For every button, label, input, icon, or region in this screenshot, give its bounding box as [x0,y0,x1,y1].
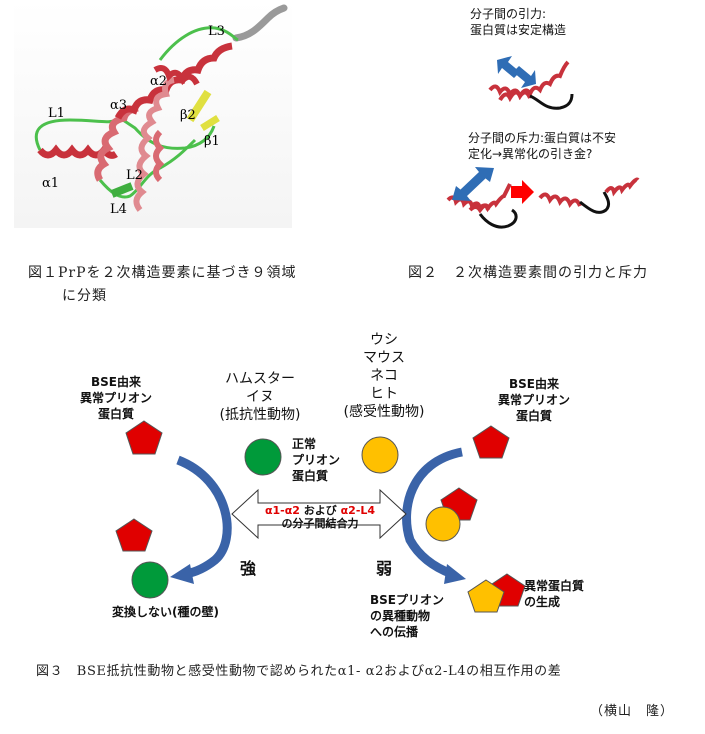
strand-b1 [200,115,220,131]
grey-tail [232,4,288,42]
label-b2: β2 [180,108,196,123]
repel-loop-right [579,191,611,214]
transform-arrow-red [511,180,534,204]
abnormal-generation-label: 異常蛋白質 の生成 [524,579,585,609]
right-curve-arrow [402,447,464,579]
repel-helix-right-2 [604,177,640,197]
right-curve-arrowhead [444,564,466,584]
susceptible-animals: ウシ マウス ネコ ヒト (感受性動物) [343,332,425,420]
resistant-animals: ハムスター イヌ (抵抗性動物) [219,371,301,423]
strand-b2 [186,89,212,123]
loop-l3 [158,26,239,61]
attract-arrow-right [513,66,536,88]
bse-pentagon-right [472,425,510,459]
label-a3: α3 [110,98,128,113]
bse-left-label: BSE由来 異常プリオン 蛋白質 [79,375,152,421]
repel-text: 分子間の斥力:蛋白質は不安 定化→異常化の引き金? [468,131,617,161]
left-curve-arrow [176,455,232,579]
repel-loop-left [478,208,518,229]
normal-protein-green [244,438,282,476]
label-b1: β1 [204,134,220,149]
normal-protein-label: 正常 プリオン 蛋白質 [292,437,341,483]
spread-label: BSEプリオン の異種動物 への伝播 [370,593,444,639]
label-l3: L3 [208,24,225,39]
normal-protein-yellow [361,436,399,474]
label-l1: L1 [48,106,65,121]
fig2-caption: 図２ ２次構造要素間の引力と斥力 [408,265,648,281]
attract-text: 分子間の引力: 蛋白質は安定構造 [470,7,567,37]
author: （横山 隆） [590,704,675,719]
bse-right-label: BSE由来 異常プリオン 蛋白質 [497,377,570,423]
label-a2: α2 [150,74,168,89]
strong-label: 強 [240,559,257,578]
helix-top [153,65,200,86]
label-l2: L2 [126,168,143,183]
repel-helix-left-2 [468,183,512,214]
label-l4: L4 [110,202,127,217]
attract-helix-2 [498,60,570,103]
bse-pentagon-left-lower [115,518,153,552]
helix-mid [153,129,165,183]
repel-helix-right [538,192,582,209]
bse-pentagon-left [125,420,163,455]
abnormal-pentagon-yellow [467,579,505,613]
fig1-caption: 図１PrPを２次構造要素に基づき９領域 [28,265,297,281]
helix-back [133,77,175,212]
fig1-caption-line2: に分類 [62,288,107,304]
converting-protein-yellow [425,506,461,542]
loop-l4-patch [110,182,134,198]
weak-label: 弱 [376,559,393,578]
fig3-caption: 図３ BSE抵抗性動物と感受性動物で認められたα1- α2およびα2-L4の相互… [36,664,562,679]
label-a1: α1 [42,176,60,191]
repel-arrow-blue-2 [460,167,494,196]
unchanged-protein-green [131,561,169,599]
left-curve-arrowhead [170,564,194,584]
helix-a3 [94,104,139,182]
attract-loop [529,93,574,110]
bond-strength-label: α1-α2 および α2-L4 の分子間結合力 [264,504,376,530]
bond-double-arrow [231,488,407,540]
no-conversion-label: 変換しない(種の壁) [112,605,219,619]
